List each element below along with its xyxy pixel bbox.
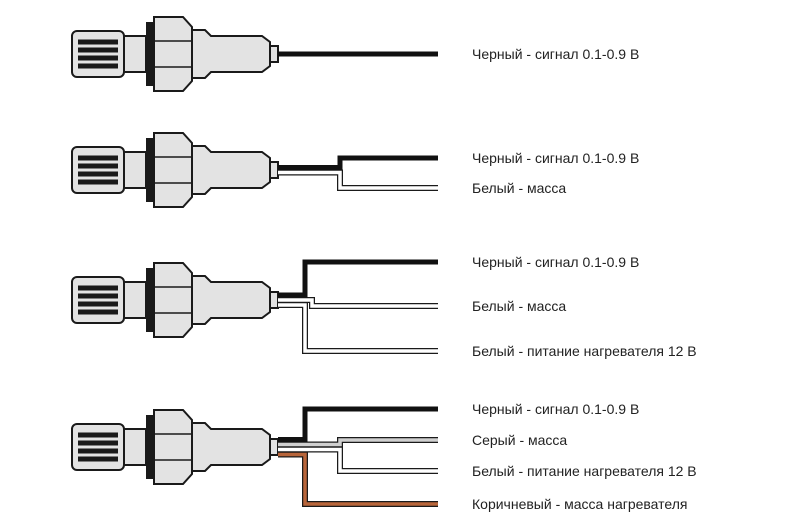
sensor-hex-nut bbox=[153, 16, 193, 92]
wire-black bbox=[278, 155, 438, 170]
sensor-hex-nut bbox=[153, 409, 193, 485]
wire-white-outline bbox=[278, 169, 438, 191]
sensor-tip-slot bbox=[78, 39, 118, 45]
sensor-3-wire: Черный - сигнал 0.1-0.9 В Белый - массаБе… bbox=[71, 254, 697, 359]
sensor-tip-slot bbox=[78, 301, 118, 307]
sensor-tip-slot bbox=[78, 179, 118, 185]
sensor-tip-slot bbox=[78, 456, 118, 462]
sensor-2-wire: Черный - сигнал 0.1-0.9 В Белый - масса bbox=[71, 132, 639, 208]
wire-label: Черный - сигнал 0.1-0.9 В bbox=[472, 254, 639, 270]
sensor-tip-slot bbox=[78, 309, 118, 315]
wire-label: Черный - сигнал 0.1-0.9 В bbox=[472, 401, 639, 417]
wire-label: Коричневый - масса нагревателя bbox=[472, 496, 688, 512]
sensor-gasket bbox=[146, 268, 154, 332]
sensor-tip-slot bbox=[78, 285, 118, 291]
sensor-1-wire: Черный - сигнал 0.1-0.9 В bbox=[71, 16, 639, 92]
sensor-tip-slot bbox=[78, 448, 118, 454]
sensor-body bbox=[191, 275, 271, 325]
wire-brown bbox=[278, 452, 438, 506]
sensor-body bbox=[191, 29, 271, 79]
sensor-tip-slot bbox=[78, 55, 118, 61]
wire-label: Черный - сигнал 0.1-0.9 В bbox=[472, 46, 639, 62]
sensor-tip-slot bbox=[78, 432, 118, 438]
sensor-gasket bbox=[146, 415, 154, 479]
sensor-tip bbox=[71, 276, 125, 324]
wire-gray bbox=[278, 438, 438, 447]
sensor-neck bbox=[123, 428, 147, 466]
wire-brown-outline bbox=[278, 451, 438, 507]
wire-label: Белый - питание нагревателя 12 В bbox=[472, 463, 697, 479]
wire-label: Серый - масса bbox=[472, 432, 567, 448]
sensor-tip-slot bbox=[78, 171, 118, 177]
sensor-hex-nut bbox=[153, 132, 193, 208]
sensor-hex-nut bbox=[153, 262, 193, 338]
wire-white bbox=[278, 447, 438, 473]
sensor-gasket bbox=[146, 138, 154, 202]
sensor-neck bbox=[123, 35, 147, 73]
sensor-cable-boot bbox=[269, 45, 279, 63]
sensor-cable-boot bbox=[269, 161, 279, 179]
sensor-tip-slot bbox=[78, 440, 118, 446]
sensor-neck bbox=[123, 281, 147, 319]
sensor-gasket bbox=[146, 22, 154, 86]
wire-label: Белый - масса bbox=[472, 180, 566, 196]
wire-white bbox=[278, 298, 438, 308]
sensor-tip-slot bbox=[78, 47, 118, 53]
sensor-tip bbox=[71, 423, 125, 471]
sensor-cable-boot bbox=[269, 291, 279, 309]
sensor-tip-slot bbox=[78, 63, 118, 69]
wire-white bbox=[278, 303, 438, 353]
wire-white bbox=[278, 170, 438, 190]
wire-label: Белый - масса bbox=[472, 298, 566, 314]
sensor-neck bbox=[123, 151, 147, 189]
sensor-tip-slot bbox=[78, 293, 118, 299]
wire-white-outline bbox=[278, 302, 438, 354]
wire-label: Черный - сигнал 0.1-0.9 В bbox=[472, 150, 639, 166]
sensor-4-wire: Черный - сигнал 0.1-0.9 В Серый - массаБе… bbox=[71, 401, 697, 512]
sensor-tip-slot bbox=[78, 163, 118, 169]
sensor-tip-slot bbox=[78, 155, 118, 161]
sensor-body bbox=[191, 145, 271, 195]
wire-black bbox=[278, 406, 438, 442]
sensor-tip bbox=[71, 30, 125, 78]
wire-black bbox=[278, 259, 438, 298]
sensor-body bbox=[191, 422, 271, 472]
sensor-tip bbox=[71, 146, 125, 194]
wire-label: Белый - питание нагревателя 12 В bbox=[472, 343, 697, 359]
sensor-cable-boot bbox=[269, 438, 279, 456]
